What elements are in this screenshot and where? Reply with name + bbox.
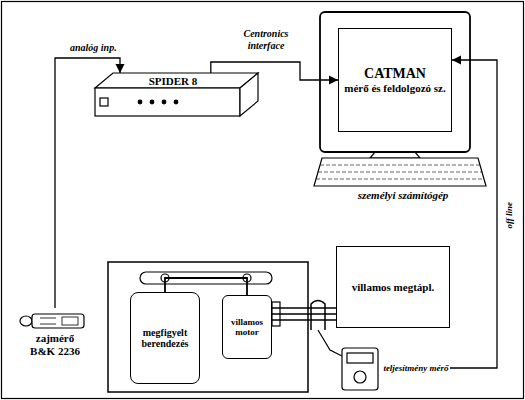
spider-led [174,100,178,104]
signal-line [450,60,497,368]
spider-side [240,73,258,116]
monitor-stand [370,152,420,158]
sound-meter-detail [40,318,56,319]
power-supply-box: villamos megtápl. [336,246,450,328]
sound-meter-body [32,314,84,328]
power-meter-body [342,348,378,390]
edge-label: off line [504,202,514,229]
signal-line [55,58,120,308]
caption-label: személyi számítógép [318,189,488,202]
node-text: mérő és feldolgozó sz. [344,82,445,95]
microphone-head [20,316,32,326]
sound-meter-display [62,317,78,325]
device-box: SPIDER 8 [110,73,236,89]
node-text: megfigyelt berendezés [134,327,196,350]
edge-label: analóg inp. [70,42,117,54]
monitor-case [320,12,470,152]
node-text: SPIDER 8 [149,75,198,88]
node-text: zajmérő B&K 2236 [22,332,88,357]
spider-switch [100,98,108,106]
test-bench-frame [108,262,308,392]
power-meter: teljesítmény mérő [340,344,450,392]
keyboard [314,158,486,186]
node-text: villamos megtápl. [352,281,435,294]
meter-display [347,353,373,363]
node-text: teljesítmény mérő [383,363,448,373]
sound-meter-detail [40,324,56,325]
edge-label: Centronics interface [230,28,302,51]
cable [272,308,336,320]
spider-led [150,100,154,104]
cable-wire [272,319,336,320]
signal-line [211,62,338,80]
clamp-lead [318,330,342,356]
motor-box: villamos motor [222,295,272,359]
current-clamp [311,301,325,331]
spider-top [95,73,258,88]
meter-dial [354,371,366,383]
cable-wire [272,313,336,314]
cable-wire [272,307,336,308]
equipment-box: megfigyelt berendezés [130,292,200,384]
node-text: CATMAN [364,66,426,82]
node-text: villamos motor [225,317,269,338]
spider-front [95,88,240,116]
sound-meter: zajmérő B&K 2236 [22,308,88,370]
key-row [316,179,484,180]
spider-led [138,100,142,104]
key-row [320,165,480,166]
key-row [318,172,482,173]
monitor-screen: CATMANmérő és feldolgozó sz. [338,28,452,132]
spider-led [162,100,166,104]
